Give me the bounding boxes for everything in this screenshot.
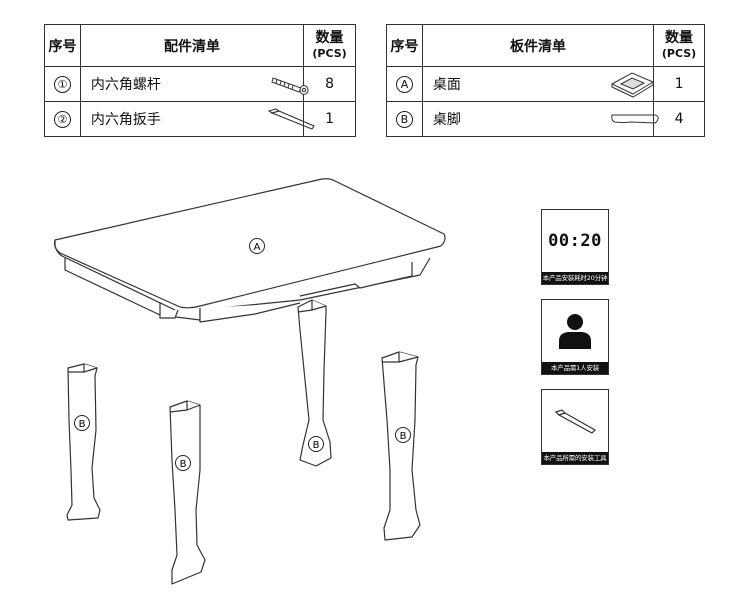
- card-caption: 本产品需1人安装: [542, 362, 608, 374]
- table-leg: [297, 299, 332, 467]
- tabletop-label: A: [249, 238, 265, 254]
- table-row: ① 内六角螺杆 8: [44, 66, 356, 102]
- timer-display: 00:20: [548, 231, 602, 251]
- board-list-table: 序号 板件清单 数量 (PCS) A 桌面 1 B 桌脚: [386, 24, 705, 137]
- row-marker: ②: [53, 110, 71, 128]
- index-header: 序号: [386, 24, 423, 67]
- qty-value: 8: [303, 66, 356, 102]
- unit-label: (PCS): [661, 46, 697, 60]
- board-name: 桌脚: [432, 112, 461, 128]
- allen-key-icon: [554, 409, 596, 434]
- table-leg: [381, 351, 421, 541]
- svg-text:A: A: [254, 242, 261, 253]
- unit-label: (PCS): [312, 46, 347, 60]
- qty-value: 1: [303, 101, 356, 137]
- table-header-row: 序号 板件清单 数量 (PCS): [386, 24, 705, 67]
- part-name: 内六角螺杆: [90, 77, 161, 93]
- row-marker: B: [395, 110, 413, 128]
- qty-header: 数量 (PCS): [653, 24, 705, 67]
- qty-value: 4: [653, 101, 705, 137]
- row-marker: ①: [53, 75, 71, 93]
- table-row: ② 内六角扳手 1: [44, 101, 356, 137]
- svg-text:B: B: [400, 431, 407, 442]
- card-caption: 本产品所需的安装工具: [542, 452, 608, 464]
- table-row: A 桌面 1: [386, 66, 705, 102]
- installer-count-card: 本产品需1人安装: [541, 299, 609, 375]
- card-caption: 本产品安装耗时20分钟: [542, 272, 608, 284]
- table-row: B 桌脚 4: [386, 101, 705, 137]
- index-header: 序号: [44, 24, 81, 67]
- table-header-row: 序号 配件清单 数量 (PCS): [44, 24, 356, 67]
- install-tool-card: 本产品所需的安装工具: [541, 389, 609, 465]
- boards-header: 板件清单: [421, 24, 655, 67]
- allen-key-icon: [267, 108, 315, 130]
- parts-list-table: 序号 配件清单 数量 (PCS) ① 内六角螺杆 8 ② 内六角扳手: [44, 24, 356, 137]
- svg-text:B: B: [313, 440, 320, 451]
- svg-text:B: B: [79, 419, 86, 430]
- part-name: 内六角扳手: [90, 112, 161, 128]
- table-leg: [169, 400, 206, 585]
- person-icon: [559, 314, 591, 349]
- svg-text:B: B: [180, 459, 187, 470]
- parts-header: 配件清单: [79, 24, 305, 67]
- board-name: 桌面: [432, 77, 461, 93]
- qty-header: 数量 (PCS): [303, 24, 356, 67]
- bolt-icon: [271, 77, 309, 95]
- table-leg-icon: [611, 114, 659, 124]
- tabletop-icon: [610, 72, 655, 98]
- row-marker: A: [395, 75, 413, 93]
- install-time-card: 00:20 本产品安装耗时20分钟: [541, 209, 609, 285]
- leg-labels: B B B B: [74, 415, 411, 471]
- table-leg: [66, 363, 101, 521]
